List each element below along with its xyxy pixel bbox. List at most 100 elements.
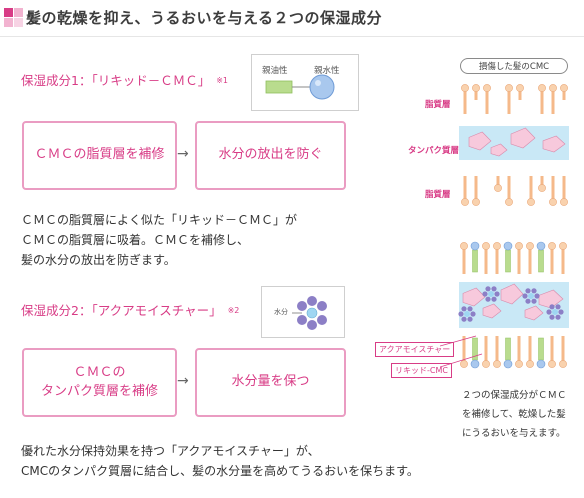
- repaired-lipid-top-head: [559, 242, 567, 250]
- liquid-cmc-head-top: [470, 241, 480, 251]
- aqua-moisture-ball: [558, 309, 564, 315]
- repaired-protein-blob: [482, 303, 502, 319]
- flow1-arrow: →: [177, 146, 189, 162]
- flow2-box1-line1: ＣＭＣの: [73, 364, 126, 380]
- damaged-lipid-bottom-stick: [463, 176, 467, 202]
- repaired-lipid-bottom-head: [559, 360, 567, 368]
- repaired-lipid-bottom-head: [493, 360, 501, 368]
- repaired-lipid-bottom-stick: [462, 336, 466, 364]
- aqua-moisture-ball: [494, 291, 500, 297]
- section1-body: ＣＭＣの脂質層によく似た「リキッド－ＣＭＣ」が ＣＭＣの脂質層に吸着。ＣＭＣを補…: [21, 210, 297, 270]
- damaged-lipid-top-head: [505, 84, 513, 92]
- section1-body-line: ＣＭＣの脂質層に吸着。ＣＭＣを補修し、: [21, 233, 250, 247]
- liquid-cmc-molecule-icon: [265, 74, 335, 100]
- aqua-moisture-ball: [485, 286, 491, 292]
- aqua-moisture-ball: [485, 296, 491, 302]
- section2-body-line: CMCのタンパク質層に結合し、髪の水分量を高めてうるおいを保ちます。: [21, 464, 419, 478]
- repaired-lipid-bottom-stick: [528, 336, 532, 364]
- flow2-arrow: →: [177, 373, 189, 389]
- flow1-box-repair-lipid: ＣＭＣの脂質層を補修: [22, 121, 177, 190]
- aqua-moisture-ball: [555, 304, 561, 310]
- aqua-moisture-core: [464, 311, 470, 317]
- lipid-layer-label-top: 脂質層: [425, 100, 451, 110]
- repaired-lipid-bottom-stick: [484, 336, 488, 364]
- repaired-protein-blob: [500, 283, 524, 305]
- repaired-lipid-bottom-head: [482, 360, 490, 368]
- damaged-protein-blob: [510, 127, 536, 149]
- repaired-protein-blob: [524, 305, 544, 321]
- aqua-moisture-tag: アクアモイスチャー: [375, 342, 455, 357]
- liquid-cmc-top: [505, 249, 511, 273]
- liquid-cmc-head-top: [503, 241, 513, 251]
- liquid-cmc-head-bottom: [536, 359, 546, 369]
- damaged-lipid-bottom-head: [494, 184, 502, 192]
- damaged-lipid-top-head: [549, 84, 557, 92]
- damaged-cmc-diagram: [459, 84, 569, 206]
- lipid-layer-label-bottom: 脂質層: [425, 190, 451, 200]
- liquid-cmc-inset: 親油性 親水性: [251, 54, 359, 111]
- damaged-lipid-bottom-stick: [507, 176, 511, 202]
- aqua-moisture-core: [528, 293, 534, 299]
- damaged-lipid-top-stick: [485, 88, 489, 114]
- flow2-box-repair-protein: ＣＭＣの タンパク質層を補修: [22, 348, 177, 417]
- aqua-moisture-ball: [522, 293, 528, 299]
- section2-body: 優れた水分保持効果を持つ「アクアモイスチャー」が、 CMCのタンパク質層に結合し…: [21, 441, 419, 481]
- repaired-protein-blob: [538, 289, 564, 309]
- damaged-lipid-top-head: [483, 84, 491, 92]
- repaired-lipid-top-stick: [495, 246, 499, 274]
- damaged-protein-blob: [490, 143, 508, 157]
- aqua-moisture-ball: [549, 304, 555, 310]
- section2-note: ※2: [227, 306, 240, 315]
- damaged-lipid-top-stick: [463, 88, 467, 114]
- damaged-lipid-bottom-head: [461, 198, 469, 206]
- aqua-moisture-ball: [531, 288, 537, 294]
- damaged-lipid-top-head: [472, 84, 480, 92]
- lipophilic-label: 親油性: [262, 66, 288, 76]
- repaired-lipid-bottom-head: [515, 360, 523, 368]
- section1-body-line: ＣＭＣの脂質層によく似た「リキッド－ＣＭＣ」が: [21, 213, 298, 227]
- damaged-lipid-bottom-stick: [562, 176, 566, 202]
- liquid-cmc-tag: リキッド-CMC: [391, 363, 452, 378]
- liquid-cmc-head-bottom: [503, 359, 513, 369]
- damaged-lipid-bottom-stick: [540, 176, 544, 188]
- aqua-moisture-ball: [458, 311, 464, 317]
- damaged-lipid-top-stick: [507, 88, 511, 114]
- header-square-icon: [4, 8, 26, 30]
- repaired-lipid-bottom-head: [526, 360, 534, 368]
- repaired-lipid-bottom-stick: [561, 336, 565, 364]
- repaired-lipid-bottom-stick: [495, 336, 499, 364]
- damaged-lipid-top-head: [516, 84, 524, 92]
- repaired-lipid-bottom-stick: [550, 336, 554, 364]
- aqua-moisture-ball: [531, 298, 537, 304]
- damaged-lipid-bottom-stick: [474, 176, 478, 202]
- section1-note: ※1: [216, 76, 229, 85]
- water-label: 水分: [274, 308, 288, 316]
- aqua-moisture-ball: [525, 288, 531, 294]
- damaged-lipid-bottom-head: [472, 198, 480, 206]
- aqua-moisture-core: [488, 291, 494, 297]
- hydrophilic-label: 親水性: [314, 66, 340, 76]
- damaged-lipid-bottom-stick: [496, 176, 500, 188]
- aqua-moisture-ball: [467, 306, 473, 312]
- repaired-cmc-diagram: [458, 241, 569, 369]
- repaired-lipid-top-stick: [550, 246, 554, 274]
- flow2-box-keep-moisture: 水分量を保つ: [195, 348, 346, 417]
- liquid-cmc-head-top: [536, 241, 546, 251]
- aqua-moisture-ball: [461, 316, 467, 322]
- repaired-lipid-bottom-head: [460, 360, 468, 368]
- damaged-lipid-bottom-stick: [529, 176, 533, 202]
- damaged-lipid-top-stick: [551, 88, 555, 114]
- liquid-cmc-head-bottom: [470, 359, 480, 369]
- aqua-moisture-ball: [482, 291, 488, 297]
- damaged-protein-blob: [542, 135, 566, 153]
- right-description: ２つの保湿成分がＣＭＣを補修して、乾燥した髪にうるおいを与えます。: [462, 390, 567, 439]
- repaired-lipid-bottom-head: [548, 360, 556, 368]
- section2-heading-text: 保湿成分2：「アクアモイスチャー」: [21, 303, 222, 318]
- repaired-lipid-top-head: [515, 242, 523, 250]
- aqua-moisture-ball: [549, 314, 555, 320]
- liquid-cmc-bottom: [538, 337, 544, 361]
- damaged-lipid-bottom-head: [549, 198, 557, 206]
- aqua-moisture-ball: [546, 309, 552, 315]
- repaired-lipid-top-stick: [462, 246, 466, 274]
- liquid-cmc-top: [472, 249, 478, 273]
